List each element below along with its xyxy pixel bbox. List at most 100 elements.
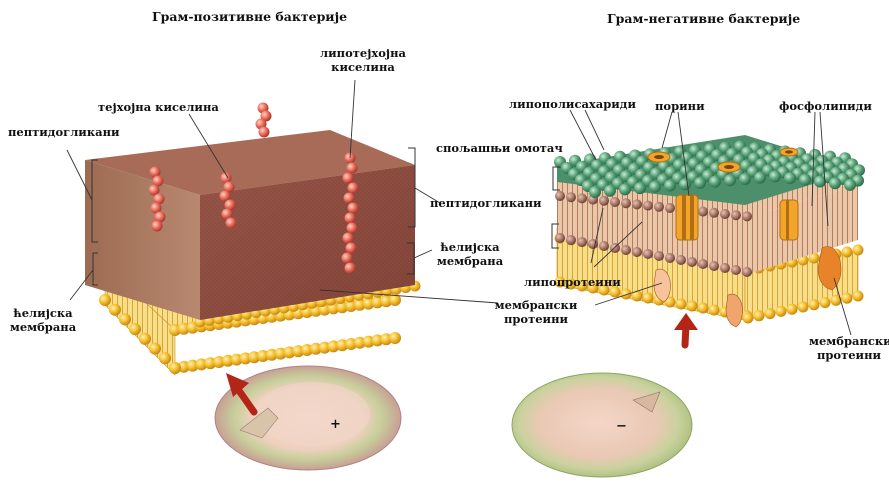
cell-membrane-left-line2: мембрана <box>6 320 80 334</box>
outer-membrane-head <box>742 267 752 277</box>
peptidoglycan-right-label: пептидогликани <box>430 196 542 210</box>
inner-membrane-head <box>698 303 709 314</box>
outer-membrane-head <box>621 198 631 208</box>
cell-membrane-left-label: ћелијска мембрана <box>6 306 80 334</box>
gram-negative-title: Грам-негативне бактерије <box>607 12 800 26</box>
outer-membrane-head <box>654 251 664 261</box>
inner-membrane-head <box>776 306 787 317</box>
inner-membrane-head <box>687 301 698 312</box>
phospholipid-head <box>169 362 181 374</box>
lps-head <box>604 185 616 197</box>
outer-membrane-head <box>709 261 719 271</box>
gram-negative-cell-sign: − <box>616 420 627 434</box>
lps-head <box>679 178 691 190</box>
membrane-proteins-mid-line2: протеини <box>493 312 579 326</box>
inner-membrane-head <box>820 297 831 308</box>
outer-membrane-head <box>720 263 730 273</box>
phospholipid-head <box>139 333 151 345</box>
outer-membrane-head <box>709 208 719 218</box>
phospholipids-label: фосфолипиди <box>779 99 872 113</box>
teichoic-acid-unit <box>152 221 163 232</box>
peptidoglycan-left-label: пептидогликани <box>8 125 120 139</box>
lps-head <box>694 177 706 189</box>
outer-membrane-head <box>665 203 675 213</box>
lps-head <box>724 174 736 186</box>
cell-membrane-mid-label: ћелијска мембрана <box>430 240 510 268</box>
outer-membrane-head <box>665 253 675 263</box>
outer-membrane-head <box>698 259 708 269</box>
inner-membrane-head <box>643 293 654 304</box>
lps-head <box>769 170 781 182</box>
outer-membrane-head <box>555 191 565 201</box>
lps-head <box>784 172 796 184</box>
inner-membrane-head <box>853 245 864 256</box>
teichoic-acid-unit <box>226 218 237 229</box>
gram-negative-cell <box>512 373 692 477</box>
phospholipid-head <box>389 332 401 344</box>
phospholipid-head <box>149 343 161 355</box>
teichoic-acid-unit <box>259 127 270 138</box>
gram-positive-cell-sign: + <box>330 418 341 432</box>
teichoic-acid-unit <box>345 213 356 224</box>
inner-membrane-head <box>809 299 820 310</box>
porins-label: порини <box>655 99 705 113</box>
membrane-proteins-right-label: мембрански протеини <box>809 334 889 362</box>
teichoic-acid-unit <box>347 163 358 174</box>
outer-envelope-label: спољашњи омотач <box>436 141 563 155</box>
gram-positive-structure <box>67 80 498 470</box>
lps-head <box>589 186 601 198</box>
teichoic-acid-unit <box>344 193 355 204</box>
outer-membrane-head <box>632 247 642 257</box>
outer-membrane-head <box>555 233 565 243</box>
outer-membrane-head <box>720 209 730 219</box>
inner-membrane-head <box>842 247 853 258</box>
lps-head <box>829 177 841 189</box>
phospholipid-head <box>119 313 131 325</box>
outer-membrane-head <box>621 245 631 255</box>
teichoic-acid-unit <box>343 233 354 244</box>
teichoic-acid-unit <box>348 183 359 194</box>
lps-head <box>739 173 751 185</box>
teichoic-acid-unit <box>343 173 354 184</box>
teichoic-acid-unit <box>348 203 359 214</box>
teichoic-acid-unit <box>345 263 356 274</box>
inner-membrane-head <box>676 299 687 310</box>
gram-positive-title: Грам-позитивне бактерије <box>152 10 347 24</box>
teichoic-acid-unit <box>342 253 353 264</box>
membrane-proteins-mid-label: мембрански протеини <box>493 298 579 326</box>
inner-membrane-head <box>754 310 765 321</box>
inner-membrane-head <box>842 293 853 304</box>
outer-membrane-head <box>599 196 609 206</box>
outer-membrane-head <box>599 241 609 251</box>
gram-negative-arrow <box>674 313 698 345</box>
outer-membrane-head <box>742 211 752 221</box>
outer-membrane-head <box>566 192 576 202</box>
outer-membrane-head <box>676 255 686 265</box>
teichoic-acid-unit <box>346 243 357 254</box>
lps-head <box>634 182 646 194</box>
inner-membrane-head <box>853 291 864 302</box>
cell-membrane-mid-line2: мембрана <box>430 254 510 268</box>
phospholipid-head <box>99 294 111 306</box>
lps-head <box>844 179 856 191</box>
outer-membrane-head <box>610 197 620 207</box>
outer-membrane-head <box>654 202 664 212</box>
lps-head <box>799 174 811 186</box>
lps-head <box>619 183 631 195</box>
inner-membrane-head <box>765 308 776 319</box>
lps-head <box>709 176 721 188</box>
outer-membrane-head <box>731 265 741 275</box>
membrane-proteins-mid-line1: мембрански <box>493 298 579 312</box>
outer-membrane-head <box>632 199 642 209</box>
lps-head <box>664 180 676 192</box>
outer-membrane-head <box>577 193 587 203</box>
lipoproteins-label: липопротеини <box>524 275 621 289</box>
teichoic-acid-unit <box>347 223 358 234</box>
lipopolysaccharides-label: липополисахариди <box>509 97 636 111</box>
lipoteichoic-acid-line2: киселина <box>318 60 408 74</box>
outer-membrane-head <box>687 257 697 267</box>
lipoteichoic-acid-line1: липотејхојна <box>318 46 408 60</box>
inner-membrane-head <box>743 313 754 324</box>
inner-membrane-head <box>798 302 809 313</box>
